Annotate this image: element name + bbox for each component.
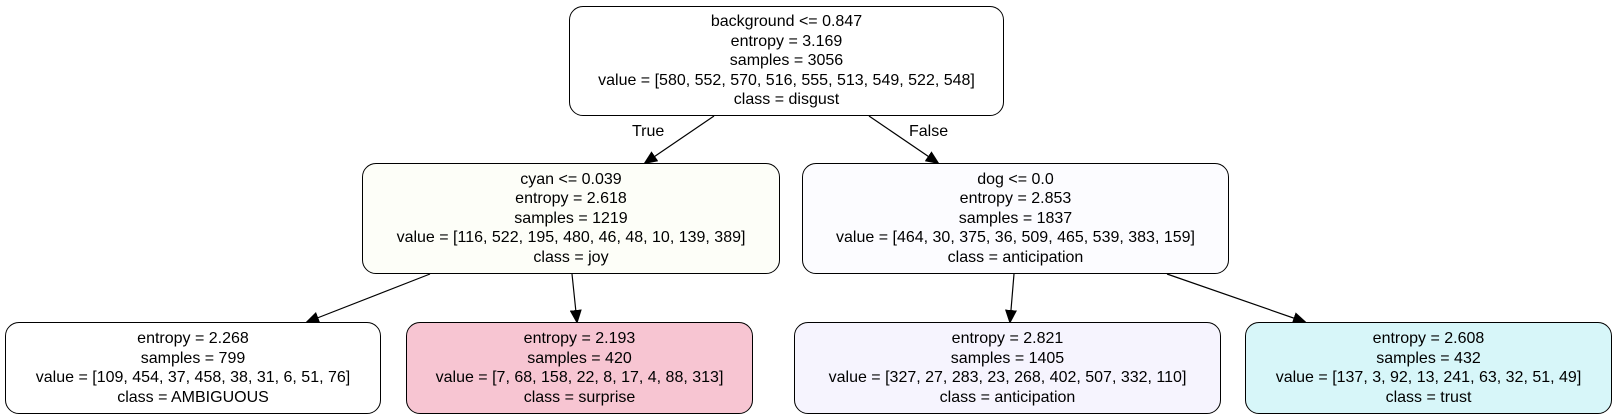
node-line: class = anticipation <box>939 388 1076 406</box>
node-line: class = surprise <box>523 388 636 406</box>
node-line: value = [137, 3, 92, 13, 241, 63, 32, 51… <box>1275 369 1582 386</box>
node-line: samples = 432 <box>1376 349 1481 367</box>
node-line: class = trust <box>1385 388 1472 406</box>
node-line: dog <= 0.0 <box>977 170 1054 188</box>
node-line: value = [464, 30, 375, 36, 509, 465, 539… <box>836 229 1195 247</box>
node-line: class = AMBIGUOUS <box>117 388 269 406</box>
node-line: cyan <= 0.039 <box>520 170 622 188</box>
node-line: entropy = 2.193 <box>523 330 636 347</box>
node-line: samples = 1219 <box>514 209 628 227</box>
node-line: value = [327, 27, 283, 23, 268, 402, 507… <box>828 369 1187 386</box>
edge-label-false: False <box>909 123 949 140</box>
edge-n2-n5 <box>1005 273 1017 324</box>
edge-root-n1 <box>643 115 715 165</box>
node-line: samples = 1405 <box>950 349 1065 367</box>
node-line: samples = 1837 <box>958 209 1073 227</box>
edge-root-n2 <box>868 115 940 165</box>
node-line: entropy = 2.268 <box>137 330 249 347</box>
node-line: class = disgust <box>733 91 840 109</box>
node-line: entropy = 2.618 <box>515 190 627 208</box>
edge-n1-n3 <box>305 273 431 324</box>
node-line: samples = 3056 <box>729 52 844 70</box>
node-line: entropy = 3.169 <box>730 32 843 50</box>
node-line: entropy = 2.821 <box>951 330 1064 347</box>
edge-n2-n6 <box>1166 273 1307 324</box>
node-line: class = joy <box>533 248 609 266</box>
tree-node-n6: entropy = 2.608 samples = 432 value = [137… <box>1245 322 1612 414</box>
tree-node-n3: entropy = 2.268 samples = 799 value = [109… <box>5 322 381 414</box>
node-line: samples = 799 <box>140 349 246 367</box>
node-line: entropy = 2.608 <box>1372 330 1485 347</box>
tree-node-n5: entropy = 2.821 samples = 1405 value = [32… <box>794 322 1221 414</box>
node-line: background <= 0.847 <box>710 13 863 31</box>
node-line: value = [109, 454, 37, 458, 38, 31, 6, 5… <box>35 369 351 386</box>
tree-node-n4: entropy = 2.193 samples = 420 value = [7, … <box>406 322 753 414</box>
node-line: entropy = 2.853 <box>959 190 1072 208</box>
node-line: value = [7, 68, 158, 22, 8, 17, 4, 88, 3… <box>435 369 724 386</box>
node-line: value = [116, 522, 195, 480, 46, 48, 10,… <box>396 229 746 247</box>
node-line: value = [580, 552, 570, 516, 555, 513, 5… <box>598 71 975 89</box>
edge-label-true: True <box>632 123 665 140</box>
node-line: class = anticipation <box>947 248 1084 266</box>
edge-n1-n4 <box>569 273 582 324</box>
node-line: samples = 420 <box>527 349 632 367</box>
